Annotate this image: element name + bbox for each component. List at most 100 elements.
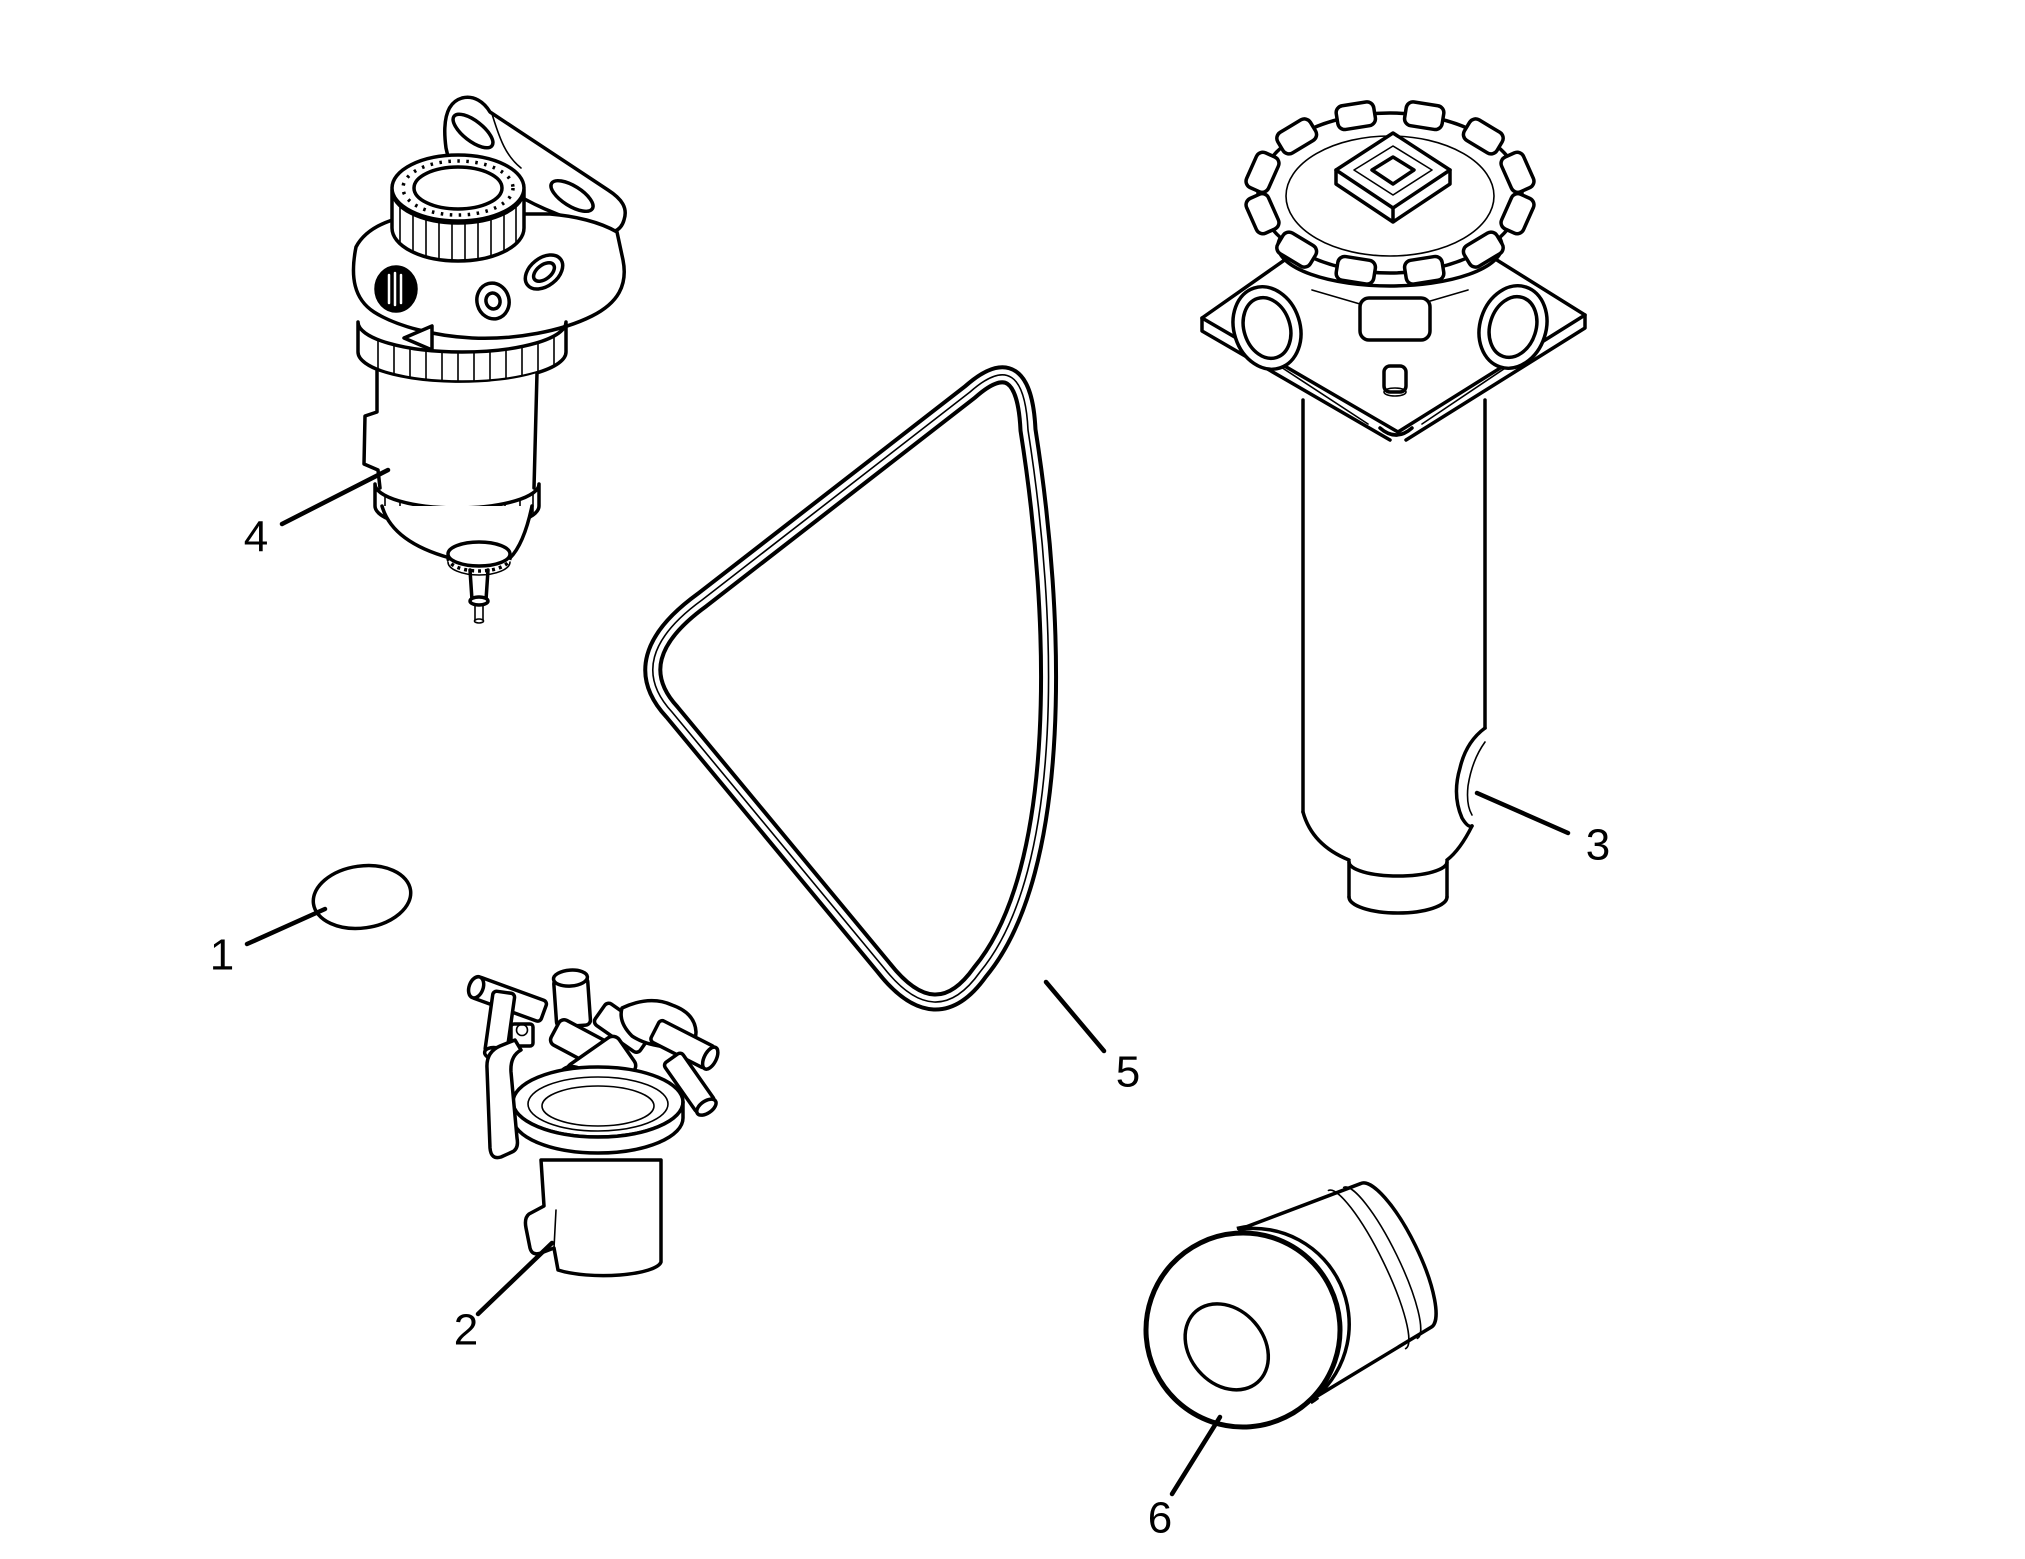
bowl-right-profile: [532, 371, 539, 490]
filter-nub-bottom: [1347, 895, 1449, 915]
knob-tooth: [1402, 254, 1446, 286]
belt-outline: [643, 365, 1059, 1012]
tube-end: [551, 968, 590, 988]
knob-tooth: [1499, 150, 1536, 195]
callouts: 1 2 3 4 5 6: [210, 467, 1610, 1543]
canister-groove-1: [1342, 1186, 1422, 1340]
callout-4: 4: [244, 467, 391, 562]
outlet-tube-down: [662, 1051, 718, 1117]
filter-face: [1143, 1230, 1343, 1430]
knob-tooth: [1334, 254, 1378, 286]
callout-1-number: 1: [210, 931, 234, 980]
callout-4-leader: [279, 467, 391, 527]
drain-pin-end: [473, 618, 485, 624]
tube-end: [695, 1097, 718, 1117]
filter-nub-sides: [1347, 860, 1449, 899]
outlet-tube-right: [649, 1018, 720, 1071]
flange-front-bolt: [1382, 364, 1408, 394]
part-4-fuel-water-separator: [351, 95, 627, 624]
cap-top-face: [412, 165, 504, 211]
bolt-head: [515, 1023, 529, 1037]
part-2-fuel-filter-assembly: [466, 968, 720, 1278]
filter-gasket-hole: [1183, 1302, 1271, 1392]
filter-body-bottom-left: [1301, 810, 1351, 862]
callout-1-leader: [244, 906, 328, 947]
belt-face: [647, 369, 1055, 1008]
bracket-bend-line: [491, 113, 522, 169]
knob-tooth: [1275, 230, 1319, 269]
callout-3-leader: [1474, 790, 1571, 836]
callout-3: 3: [1474, 790, 1610, 870]
bowl-fill: [364, 371, 537, 500]
callout-2-leader: [475, 1240, 555, 1317]
flange-port-right: [1477, 284, 1549, 370]
flange-plate: [1200, 250, 1587, 434]
drain-pin: [474, 604, 484, 621]
knob-tooth: [1499, 191, 1536, 236]
callout-5-leader: [1043, 979, 1107, 1054]
part-6-oil-filter: [1143, 1181, 1438, 1430]
drain-nut-knurl: [446, 557, 512, 573]
flange-front-bolt-end: [1383, 387, 1407, 397]
callout-2-number: 2: [454, 1306, 478, 1355]
port-bore: [1241, 295, 1293, 361]
knob-tooth: [1461, 117, 1505, 156]
lid-ring-2: [541, 1085, 655, 1127]
filter-body-cutout-inner: [1466, 741, 1486, 816]
drain-stem-end: [468, 595, 490, 607]
port-rim: [475, 281, 511, 321]
filter-nub-top: [1347, 860, 1449, 878]
knob-tooth: [1275, 117, 1319, 156]
part-5-v-belt: [643, 365, 1059, 1012]
cap-hatch-ring: [401, 159, 515, 217]
head-port-front: [475, 281, 511, 321]
flange-center-pocket: [1358, 296, 1432, 342]
drain-nut-top: [446, 540, 512, 568]
part-3-hydraulic-filter: [1200, 100, 1587, 915]
flange-creases: [1254, 289, 1536, 425]
cap-band-ribs: [399, 205, 517, 262]
callout-5-number: 5: [1116, 1048, 1140, 1097]
knob-tooth: [1244, 150, 1281, 195]
drain-stem: [468, 568, 490, 602]
callout-1: 1: [210, 906, 328, 980]
filter-body-cutout: [1454, 726, 1487, 829]
collar-ribs: [377, 335, 555, 383]
callout-4-number: 4: [244, 513, 268, 562]
collar-arrow-marker: [402, 324, 434, 352]
callout-2: 2: [454, 1240, 555, 1355]
knob-boss-square: [1370, 155, 1416, 186]
knob-teeth: [1244, 100, 1536, 286]
drain-nut-bottom: [447, 561, 511, 576]
callout-6-number: 6: [1148, 1494, 1172, 1543]
knob-tooth: [1461, 230, 1505, 269]
bracket-slot-lower: [549, 178, 595, 214]
knob-tooth: [1244, 191, 1281, 236]
port-bore: [531, 261, 557, 283]
bracket-slot-upper: [451, 112, 495, 150]
taper-left: [380, 504, 452, 560]
part-1-o-ring: [311, 863, 413, 931]
head-port-right: [523, 253, 565, 291]
o-ring: [311, 863, 413, 931]
flange-underside: [1200, 313, 1587, 442]
filter-bowl: [523, 1158, 663, 1278]
callout-6-leader: [1169, 1414, 1223, 1497]
port-bore: [484, 291, 502, 311]
lid-ring-1: [527, 1076, 669, 1132]
head-port-dark: [374, 265, 418, 313]
knob-boss-sides: [1334, 168, 1452, 224]
tube-end: [466, 974, 486, 1000]
lid-band: [511, 1100, 685, 1155]
canister-groove-2: [1327, 1189, 1410, 1350]
port-plug-knurl: [387, 271, 403, 307]
priming-lever: [485, 1038, 523, 1160]
bowl-seam: [553, 1209, 557, 1249]
filter-body-bottom-right: [1445, 824, 1474, 862]
tube-end: [700, 1045, 720, 1071]
callout-6: 6: [1148, 1414, 1223, 1543]
vent-tube-top: [551, 968, 593, 1029]
callout-3-number: 3: [1586, 821, 1610, 870]
